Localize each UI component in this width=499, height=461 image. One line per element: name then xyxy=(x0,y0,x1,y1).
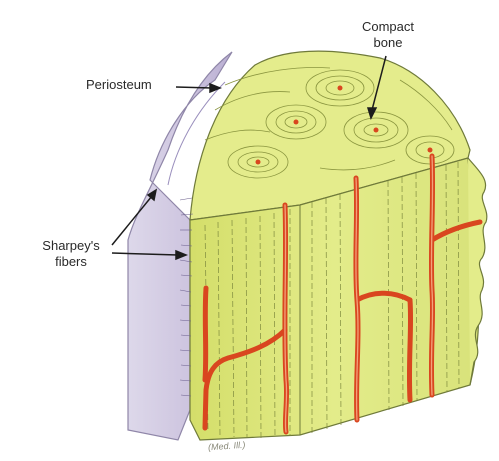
sharpeys-fibers-label: Sharpey's fibers xyxy=(26,238,116,270)
compact-bone-label: Compact bone xyxy=(353,19,423,51)
illustrator-signature: (Med. Ill.) xyxy=(207,437,246,456)
vessel-far-left xyxy=(205,288,206,380)
leader-periosteum xyxy=(176,87,212,88)
vessel-right-lower xyxy=(409,300,410,400)
periosteum-label: Periosteum xyxy=(86,77,152,93)
bone-irregular-edge xyxy=(468,158,487,385)
